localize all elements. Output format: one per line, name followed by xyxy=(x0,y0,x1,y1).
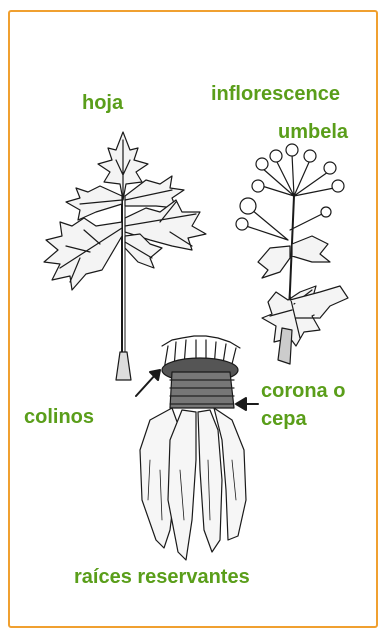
label-inflorescence: inflorescence xyxy=(211,84,340,104)
label-umbela: umbela xyxy=(278,122,348,142)
label-corona-line2: cepa xyxy=(261,409,307,429)
label-hoja: hoja xyxy=(82,93,123,113)
label-colinos: colinos xyxy=(24,407,94,427)
leaf-drawing xyxy=(44,132,206,380)
label-corona-line1: corona o xyxy=(261,381,345,401)
inflorescence-drawing xyxy=(236,144,348,364)
label-raices-reservantes: raíces reservantes xyxy=(74,567,250,587)
crown-roots-drawing xyxy=(140,336,246,560)
